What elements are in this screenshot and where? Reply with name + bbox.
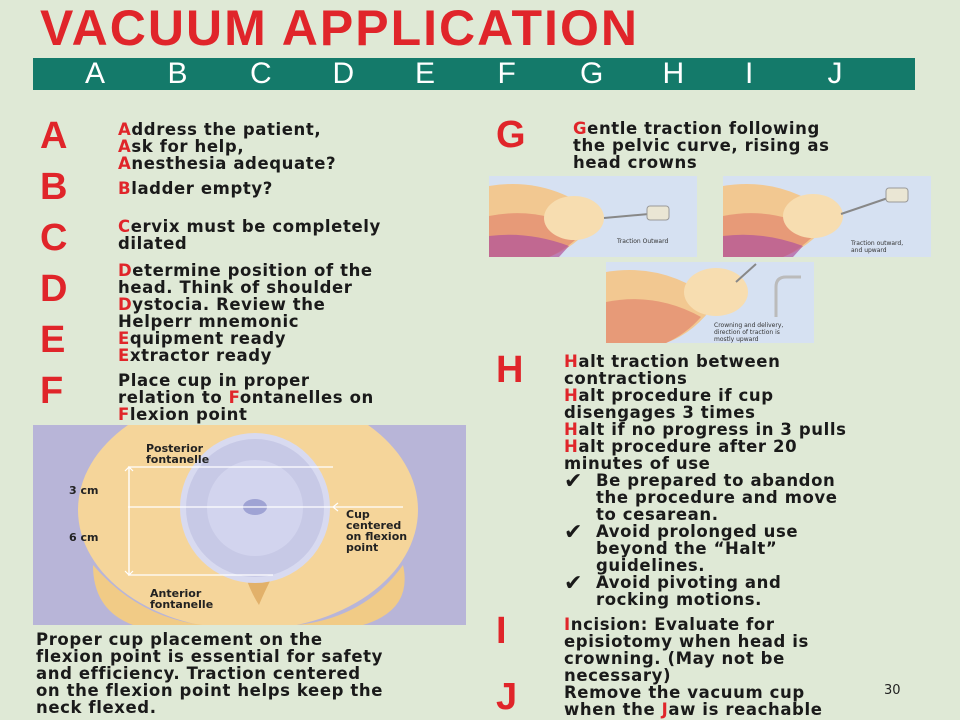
head-illustration <box>78 425 418 625</box>
section-letter-h: H <box>496 349 524 391</box>
step-i-line: crowning. (May not be <box>564 649 785 668</box>
step-h-line: Halt if no progress in 3 pulls <box>564 420 847 439</box>
step-d-line: Determine position of the <box>118 261 373 280</box>
step-e-line: Equipment ready <box>118 329 287 348</box>
check-item: ✔ Avoid pivoting and rocking motions. <box>564 571 782 609</box>
illustration-2-label: Traction outward,and upward <box>851 240 904 254</box>
step-h-line: Halt procedure if cup <box>564 386 774 405</box>
step-a-line: Ask for help, <box>118 137 245 156</box>
distance-3cm: 3 cm <box>69 484 99 497</box>
step-j-line: Remove the vacuum cup <box>564 683 805 702</box>
distance-6cm: 6 cm <box>69 531 99 544</box>
checkmark-icon: ✔ <box>564 469 583 494</box>
step-c-line: dilated <box>118 234 188 253</box>
step-d-line: head. Think of shoulder <box>118 278 353 297</box>
traction-illustration-2: Traction outward,and upward <box>723 176 931 257</box>
step-b-line: Bladder empty? <box>118 179 273 198</box>
alphabet-letter: B <box>167 57 188 90</box>
step-d-line: Dystocia. Review the <box>118 295 326 314</box>
section-letter-a: A <box>40 115 68 157</box>
alphabet-letter: I <box>745 57 754 90</box>
alphabet-letter: G <box>580 57 604 90</box>
alphabet-letter: J <box>827 57 843 90</box>
illustration-3-label: Crowning and delivery,direction of tract… <box>714 322 784 343</box>
step-g-line: Gentle traction following <box>573 119 820 138</box>
step-i-line: necessary) <box>564 666 672 685</box>
step-i-line: Incision: Evaluate for <box>564 615 775 634</box>
section-letter-j: J <box>496 676 518 718</box>
slide-title: VACUUM APPLICATION <box>40 0 639 56</box>
step-h-line: minutes of use <box>564 454 711 473</box>
traction-illustration-3: Crowning and delivery,direction of tract… <box>606 262 814 343</box>
page-number: 30 <box>884 683 901 698</box>
step-i-line: episiotomy when head is <box>564 632 809 651</box>
checkmark-icon: ✔ <box>564 571 583 596</box>
traction-illustration-1: Traction Outward <box>489 176 697 257</box>
section-letter-c: C <box>40 217 68 259</box>
illustration-1-label: Traction Outward <box>617 238 669 245</box>
section-letter-f: F <box>40 370 64 412</box>
step-c-line: Cervix must be completely <box>118 217 381 236</box>
alphabet-letter: A <box>85 57 106 90</box>
step-h-line: Halt traction between <box>564 352 781 371</box>
step-a-line: Anesthesia adequate? <box>118 154 337 173</box>
diagram-caption: Proper cup placement on the flexion poin… <box>36 630 383 717</box>
step-h-line: Halt procedure after 20 <box>564 437 798 456</box>
section-letter-e: E <box>40 319 66 361</box>
step-h-line: disengages 3 times <box>564 403 756 422</box>
alphabet-letter: C <box>250 57 272 90</box>
alphabet-letter: H <box>662 57 685 90</box>
checkmark-icon: ✔ <box>564 520 583 545</box>
check-item: ✔ Be prepared to abandon the procedure a… <box>564 469 838 524</box>
section-letter-g: G <box>496 114 526 156</box>
step-d-line: Helperr mnemonic <box>118 312 300 331</box>
step-g-line: head crowns <box>573 153 698 172</box>
alphabet-letter: F <box>497 57 516 90</box>
step-j-line: when the Jaw is reachable <box>564 700 823 719</box>
section-letter-b: B <box>40 166 68 208</box>
alphabet-bar: A B C D E F G H I J <box>33 57 915 90</box>
step-a-line: Address the patient, <box>118 120 322 139</box>
step-g-line: the pelvic curve, rising as <box>573 136 830 155</box>
check-item: ✔ Avoid prolonged use beyond the “Halt” … <box>564 520 799 575</box>
section-letter-i: I <box>496 610 507 652</box>
step-f-line: Place cup in proper <box>118 371 310 390</box>
step-h-line: contractions <box>564 369 688 388</box>
alphabet-letter: D <box>332 57 355 90</box>
step-f-line: Flexion point <box>118 405 248 424</box>
step-f-line: relation to Fontanelles on <box>118 388 374 407</box>
alphabet-letter: E <box>415 57 436 90</box>
step-e-line: Extractor ready <box>118 346 272 365</box>
section-letter-d: D <box>40 268 68 310</box>
